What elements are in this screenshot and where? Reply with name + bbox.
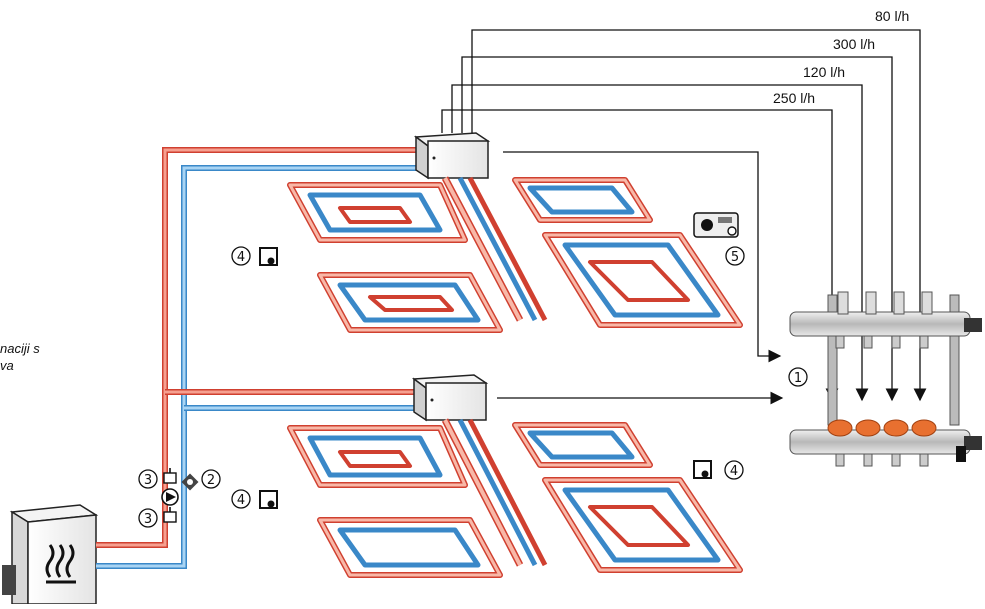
marker-label: 4 xyxy=(730,464,738,479)
flow-rate-label-1: 80 l/h xyxy=(875,8,910,24)
upper-floor-loops xyxy=(287,176,743,333)
marker-label: 4 xyxy=(237,250,245,265)
flowmeter-tops xyxy=(837,291,933,315)
pump xyxy=(161,488,179,506)
caption-text: naciji s va xyxy=(0,340,40,374)
heat-icon xyxy=(45,544,76,584)
marker-4-lower-right: 4 xyxy=(724,460,744,480)
marker-label: 2 xyxy=(207,473,215,488)
marker-1: 1 xyxy=(788,367,808,387)
manifold xyxy=(789,291,982,467)
controller-device xyxy=(693,212,739,238)
marker-5: 5 xyxy=(725,246,745,266)
lower-distribution-box xyxy=(411,374,489,422)
valve-caps xyxy=(827,419,937,437)
marker-2: 2 xyxy=(201,469,221,489)
thermostat-icon-lower-left xyxy=(259,490,278,509)
marker-label: 4 xyxy=(237,493,245,508)
marker-3-bottom: 3 xyxy=(138,508,158,528)
caption-line-2: va xyxy=(0,358,14,373)
marker-label: 3 xyxy=(144,473,152,488)
manifold-outlets xyxy=(835,335,929,467)
lower-floor-loops xyxy=(287,418,743,578)
marker-4-upper: 4 xyxy=(231,246,251,266)
marker-3-top: 3 xyxy=(138,469,158,489)
shutoff-valve-bottom-icon xyxy=(163,507,177,523)
caption-line-1: naciji s xyxy=(0,341,40,356)
flow-rate-lines xyxy=(441,29,927,405)
marker-label: 3 xyxy=(144,512,152,527)
mixing-valve-icon xyxy=(181,473,199,491)
flow-rate-label-4: 250 l/h xyxy=(773,90,816,106)
upper-distribution-box xyxy=(413,132,491,180)
thermostat-icon-upper xyxy=(259,247,278,266)
main-pipes xyxy=(96,147,420,569)
flow-rate-label-3: 120 l/h xyxy=(803,64,846,80)
thermostat-icon-lower-right xyxy=(693,460,712,479)
marker-label: 5 xyxy=(731,250,739,265)
marker-4-lower-left: 4 xyxy=(231,489,251,509)
flow-rate-label-2: 300 l/h xyxy=(833,36,876,52)
marker-label: 1 xyxy=(794,371,802,386)
shutoff-valve-top-icon xyxy=(163,468,177,484)
boiler xyxy=(2,504,99,605)
